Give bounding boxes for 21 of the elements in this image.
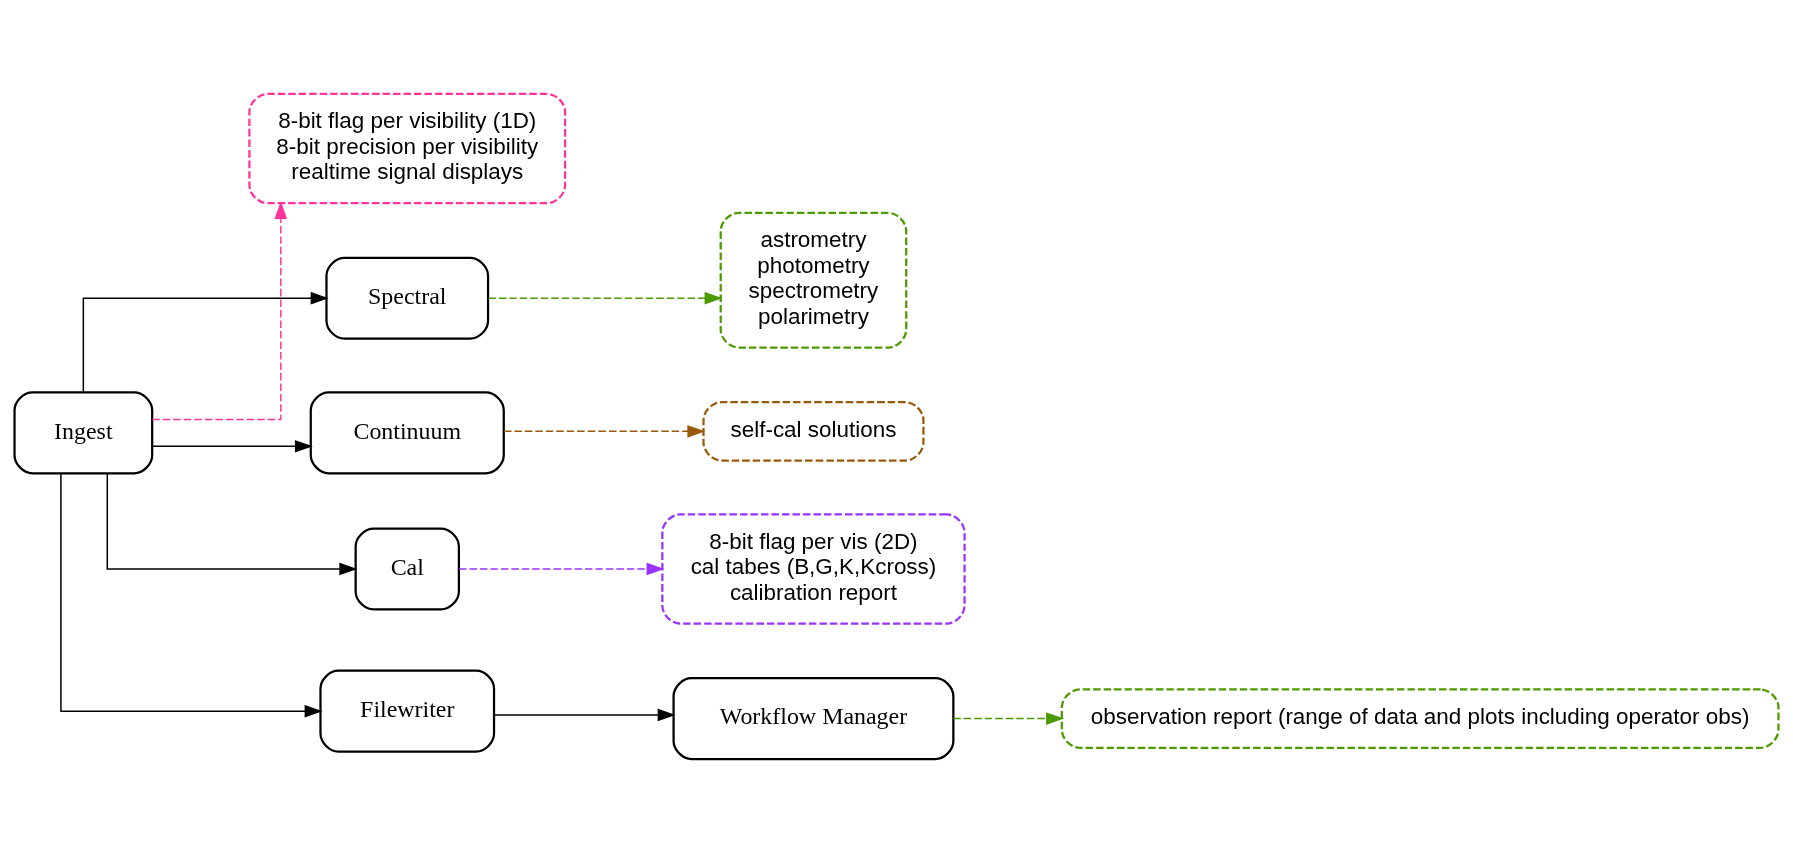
arrow: [151, 440, 313, 453]
node-box: observation report (range of data and plots including operator obs): [1060, 688, 1780, 749]
node-box: Filewriter: [319, 669, 496, 753]
node-box: Continuum: [309, 391, 505, 475]
arrow: [952, 712, 1065, 725]
node-box: 8-bit flag per visibility (1D) 8-bit precision per visibility realtime signal displays: [248, 92, 567, 205]
node-box: Workflow Manager: [672, 677, 955, 761]
arrow: [151, 201, 288, 421]
node-box: Cal: [354, 527, 460, 611]
node-box: 8-bit flag per vis (2D) cal tabes (B,G,K,Kcross) calibration report: [661, 513, 966, 625]
node-box: self-cal solutions: [702, 401, 925, 462]
arrow: [487, 291, 723, 305]
node-box: Ingest: [13, 391, 154, 475]
arrow: [458, 562, 665, 576]
arrow: [106, 472, 358, 576]
arrow: [493, 708, 676, 722]
arrow: [82, 291, 329, 394]
node-box: astrometry photometry spectrometry polarimetry: [719, 211, 908, 349]
arrow: [503, 425, 706, 438]
arrow: [60, 472, 323, 718]
node-box: Spectral: [325, 256, 490, 340]
